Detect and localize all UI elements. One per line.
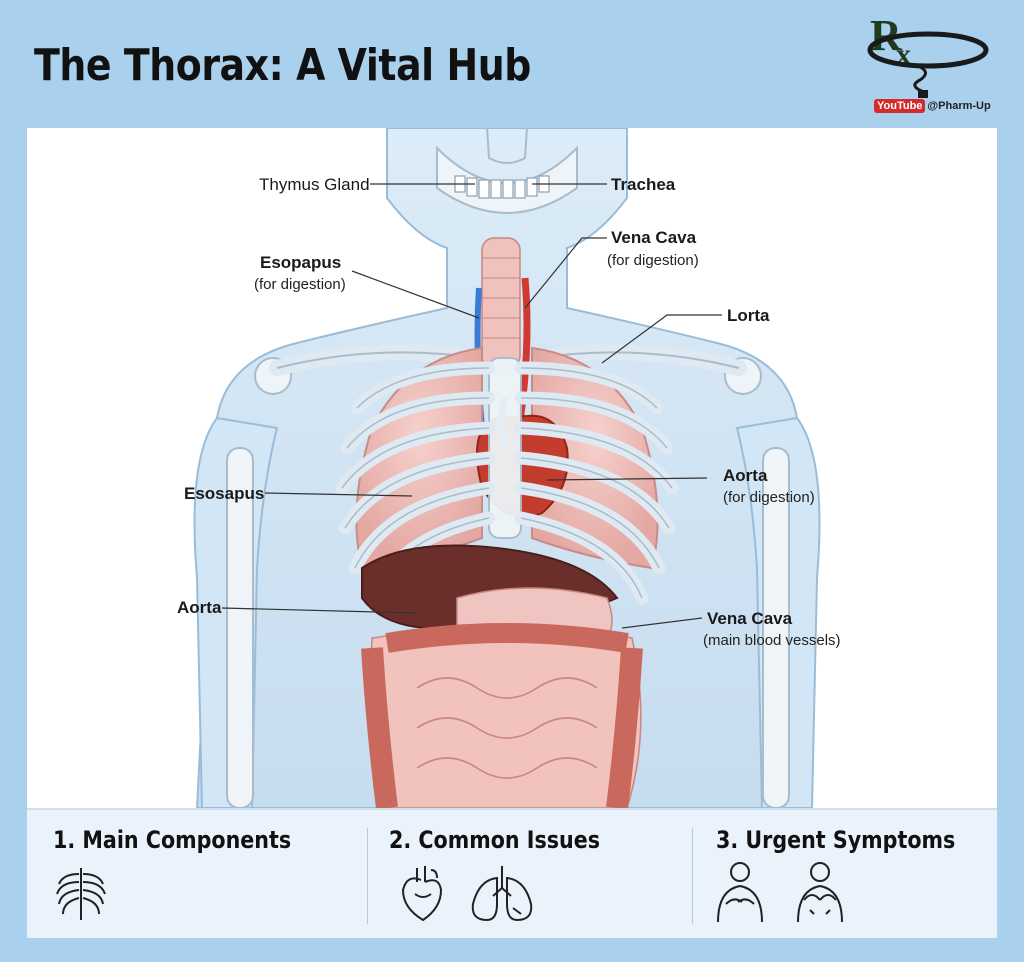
thorax-illustration (193, 128, 821, 808)
section-title: 3. Urgent Symptoms (716, 826, 956, 854)
label-esopapus-sub: (for digestion) (254, 276, 346, 293)
section-common-issues[interactable]: 2. Common Issues (367, 810, 692, 938)
section-title: 1. Main Components (53, 826, 292, 854)
label-aorta-right: Aorta (723, 466, 768, 485)
label-vena-cava-bottom: Vena Cava (707, 609, 793, 628)
section-title: 2. Common Issues (389, 826, 601, 854)
section-divider (692, 828, 693, 924)
chest-pain-person-icon (717, 862, 763, 923)
logo-caption: YouTube@Pharm-Up (874, 99, 991, 113)
label-trachea: Trachea (611, 175, 676, 194)
anatomy-illustration-card: Thymus Gland Trachea Vena Cava (for dige… (27, 128, 997, 808)
page-title: The Thorax: A Vital Hub (34, 40, 531, 91)
breathing-person-icon (797, 862, 843, 923)
ribcage-icon (56, 868, 106, 920)
lungs-icon (471, 866, 533, 922)
label-esosapus: Esosapus (184, 484, 265, 503)
label-lorta: Lorta (727, 306, 770, 325)
heart-icon (401, 866, 443, 922)
label-aorta-right-sub: (for digestion) (723, 489, 815, 506)
label-vena-cava-bottom-sub: (main blood vessels) (703, 632, 841, 649)
label-esopapus: Esopapus (260, 253, 342, 272)
rx-logo: R x (867, 11, 989, 98)
label-vena-cava-top-sub: (for digestion) (607, 252, 699, 269)
section-divider (367, 828, 368, 924)
label-vena-cava-top: Vena Cava (611, 228, 697, 247)
youtube-badge[interactable]: YouTube (874, 99, 926, 113)
bottom-summary-bar: 1. Main Components 2. Common Issues (27, 808, 997, 938)
label-aorta-left: Aorta (177, 598, 222, 617)
section-urgent-symptoms[interactable]: 3. Urgent Symptoms (692, 810, 997, 938)
label-thymus-gland: Thymus Gland (259, 175, 370, 194)
channel-name[interactable]: @Pharm-Up (927, 100, 991, 112)
section-main-components[interactable]: 1. Main Components (27, 810, 367, 938)
